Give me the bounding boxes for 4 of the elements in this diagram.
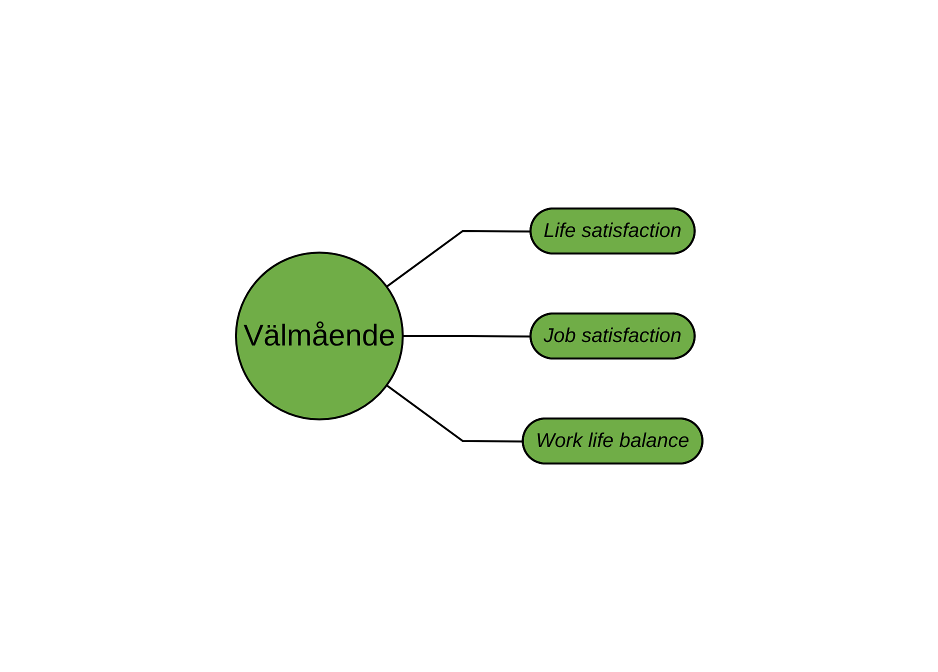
connector [386,230,531,288]
connector [386,384,524,442]
connector [402,335,531,338]
node-circle: Välmående [234,252,404,420]
